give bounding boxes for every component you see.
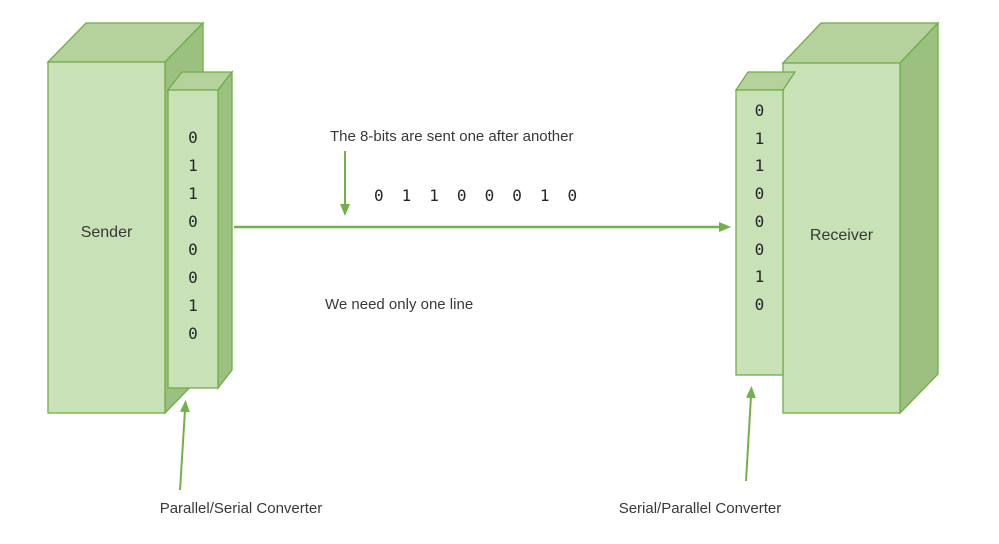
parallel-serial-converter-label: Parallel/Serial Converter [159, 500, 323, 517]
bit: 0 [188, 268, 198, 287]
bit: 0 [374, 186, 384, 205]
bit: 0 [754, 239, 765, 259]
bit: 0 [484, 186, 495, 205]
bit: 1 [539, 186, 550, 205]
bit: 0 [188, 212, 198, 231]
receiver-converter-box [734, 71, 797, 376]
bit: 1 [188, 156, 198, 175]
bit: 0 [754, 184, 765, 204]
bit: 0 [188, 240, 198, 259]
sender-converter-front-face [167, 89, 219, 389]
receiver-converter-front-face [735, 89, 784, 376]
sender-converter-box [166, 70, 234, 390]
bit: 1 [188, 184, 198, 203]
bit: 1 [401, 186, 412, 205]
sender-parallel-bits: 0 1 1 0 0 0 1 0 [168, 124, 218, 348]
receiver-label: Receiver [809, 227, 874, 244]
bit: 0 [754, 101, 765, 120]
receiver-box [781, 21, 940, 415]
bit: 0 [188, 128, 198, 147]
receiver-box-side-face [899, 21, 939, 415]
serial-parallel-pointer-arrow [745, 386, 756, 482]
sender-label: Sender [80, 224, 133, 241]
bit: 0 [456, 186, 467, 205]
annotation-bottom: We need only one line [325, 296, 474, 313]
bit: 0 [567, 186, 578, 205]
parallel-serial-pointer-arrow [179, 400, 190, 491]
sender-box-front-face [47, 61, 166, 414]
bit: 1 [754, 128, 765, 148]
bit: 0 [754, 294, 765, 314]
bit: 0 [754, 211, 765, 231]
bit: 1 [754, 267, 765, 287]
sender-converter-side-face [217, 70, 233, 390]
bit: 1 [429, 186, 439, 205]
bit: 1 [754, 156, 765, 176]
bit: 1 [188, 296, 198, 315]
annotation-top: The 8-bits are sent one after another [330, 128, 574, 145]
bit: 0 [188, 324, 198, 343]
bit: 0 [512, 186, 522, 205]
receiver-box-front-face [782, 62, 901, 414]
serial-bits: 0 1 1 0 0 0 1 0 [374, 186, 577, 205]
receiver-parallel-bits: 0 1 1 0 0 0 1 0 [736, 97, 783, 319]
serial-parallel-converter-label: Serial/Parallel Converter [618, 500, 782, 517]
